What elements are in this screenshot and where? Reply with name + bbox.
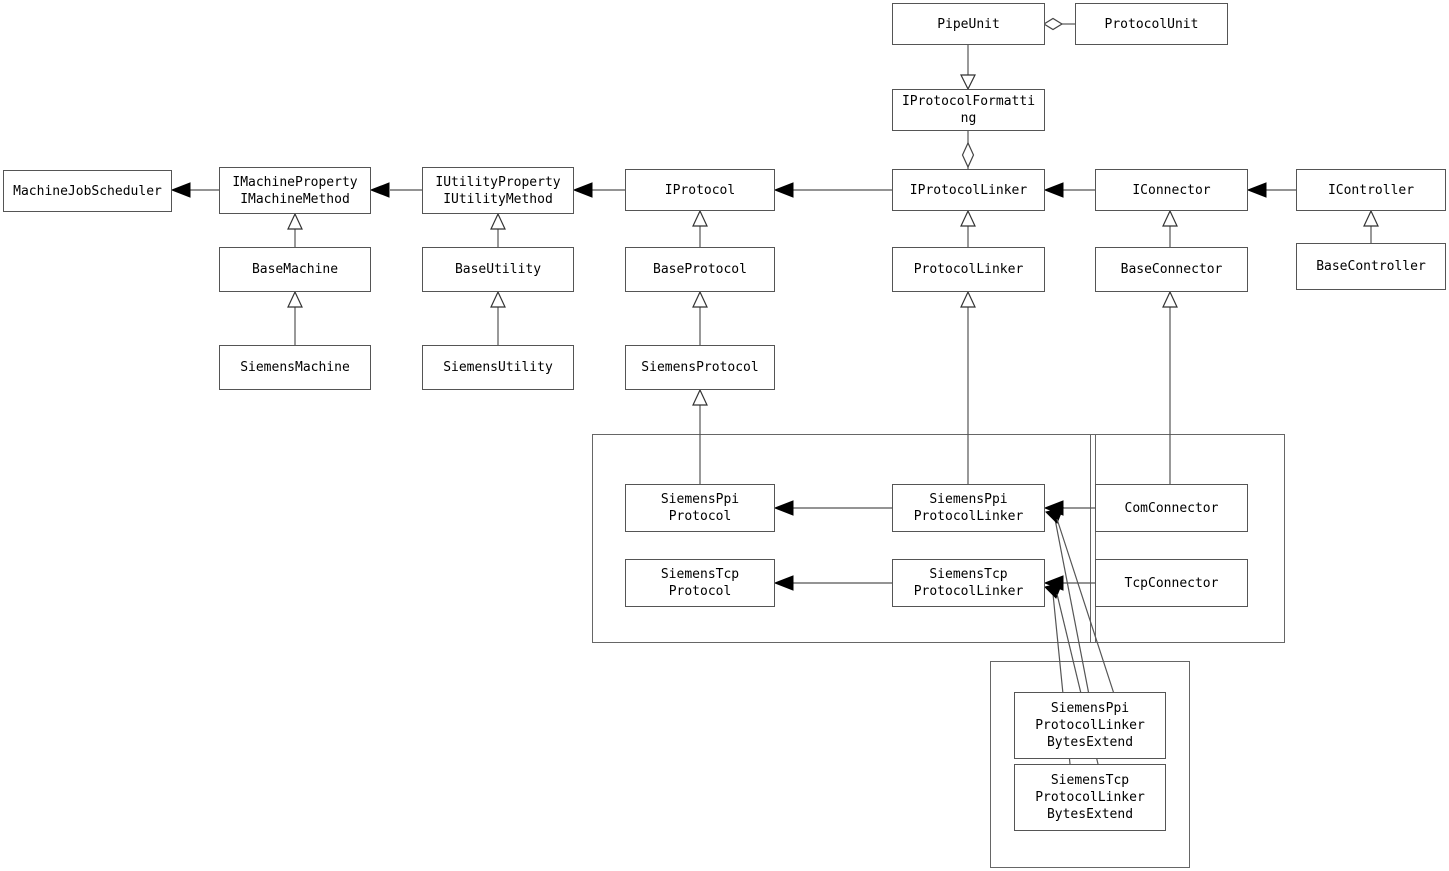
- inheritance-head-baseprotocol: [692, 290, 708, 308]
- class-box-siemensprotocol[interactable]: SiemensProtocol: [625, 345, 775, 390]
- arrow-head-scheduler: [170, 182, 191, 198]
- inheritance-head-baseutility: [490, 290, 506, 308]
- arrow-head-iconnector: [1246, 182, 1267, 198]
- inheritance-head-iprotocol: [692, 209, 708, 227]
- arrow-head-ilinker: [1043, 182, 1064, 198]
- inheritance-head-ilinker2: [960, 209, 976, 227]
- aggregation-diamond-ilinker: [961, 141, 975, 169]
- class-box-baseprotocol[interactable]: BaseProtocol: [625, 247, 775, 292]
- class-box-machinejobscheduler[interactable]: MachineJobScheduler: [3, 170, 172, 212]
- class-box-icontroller[interactable]: IController: [1296, 169, 1446, 211]
- class-box-iutility[interactable]: IUtilityProperty IUtilityMethod: [422, 167, 574, 214]
- group-connectors: [1090, 434, 1285, 643]
- aggregation-diamond-pipeunit: [1042, 17, 1064, 31]
- inheritance-head-protocollinker: [960, 290, 976, 308]
- group-protocols: [592, 434, 1096, 643]
- class-box-tcpconnector[interactable]: TcpConnector: [1095, 559, 1248, 607]
- class-box-siemensppiprotocol[interactable]: SiemensPpi Protocol: [625, 484, 775, 532]
- class-box-comconnector[interactable]: ComConnector: [1095, 484, 1248, 532]
- class-box-basecontroller[interactable]: BaseController: [1296, 243, 1446, 290]
- class-box-iconnector[interactable]: IConnector: [1095, 169, 1248, 211]
- class-box-siemensppibytes[interactable]: SiemensPpi ProtocolLinker BytesExtend: [1014, 692, 1166, 759]
- class-box-siemensppilinker[interactable]: SiemensPpi ProtocolLinker: [892, 484, 1045, 532]
- inheritance-head-imachine: [287, 212, 303, 230]
- class-box-siemenstcpbytes[interactable]: SiemensTcp ProtocolLinker BytesExtend: [1014, 764, 1166, 831]
- class-box-protocollinker[interactable]: ProtocolLinker: [892, 247, 1045, 292]
- arrow-head-iprotocol: [773, 182, 794, 198]
- class-box-basemachine[interactable]: BaseMachine: [219, 247, 371, 292]
- class-box-siemensutility[interactable]: SiemensUtility: [422, 345, 574, 390]
- inheritance-head-iformatting: [960, 74, 976, 91]
- class-box-siemenstcplinker[interactable]: SiemensTcp ProtocolLinker: [892, 559, 1045, 607]
- inheritance-head-icontroller: [1363, 209, 1379, 227]
- inheritance-head-basemachine: [287, 290, 303, 308]
- class-box-imachine[interactable]: IMachineProperty IMachineMethod: [219, 167, 371, 214]
- class-box-protocolunit[interactable]: ProtocolUnit: [1075, 3, 1228, 45]
- class-box-baseutility[interactable]: BaseUtility: [422, 247, 574, 292]
- arrow-head-imachine: [369, 182, 390, 198]
- inheritance-head-baseconnector: [1162, 290, 1178, 308]
- class-box-baseconnector[interactable]: BaseConnector: [1095, 247, 1248, 292]
- inheritance-head-iutility: [490, 212, 506, 230]
- class-box-iprotocollinker[interactable]: IProtocolLinker: [892, 169, 1045, 211]
- class-box-iprotocol[interactable]: IProtocol: [625, 169, 775, 211]
- class-box-iprotocolformatting[interactable]: IProtocolFormatti ng: [892, 89, 1045, 131]
- class-box-siemensmachine[interactable]: SiemensMachine: [219, 345, 371, 390]
- arrow-head-iutility: [572, 182, 593, 198]
- class-box-siemenstcpprotocol[interactable]: SiemensTcp Protocol: [625, 559, 775, 607]
- inheritance-head-siemensprotocol: [692, 388, 708, 406]
- class-box-pipeunit[interactable]: PipeUnit: [892, 3, 1045, 45]
- inheritance-head-iconnector: [1162, 209, 1178, 227]
